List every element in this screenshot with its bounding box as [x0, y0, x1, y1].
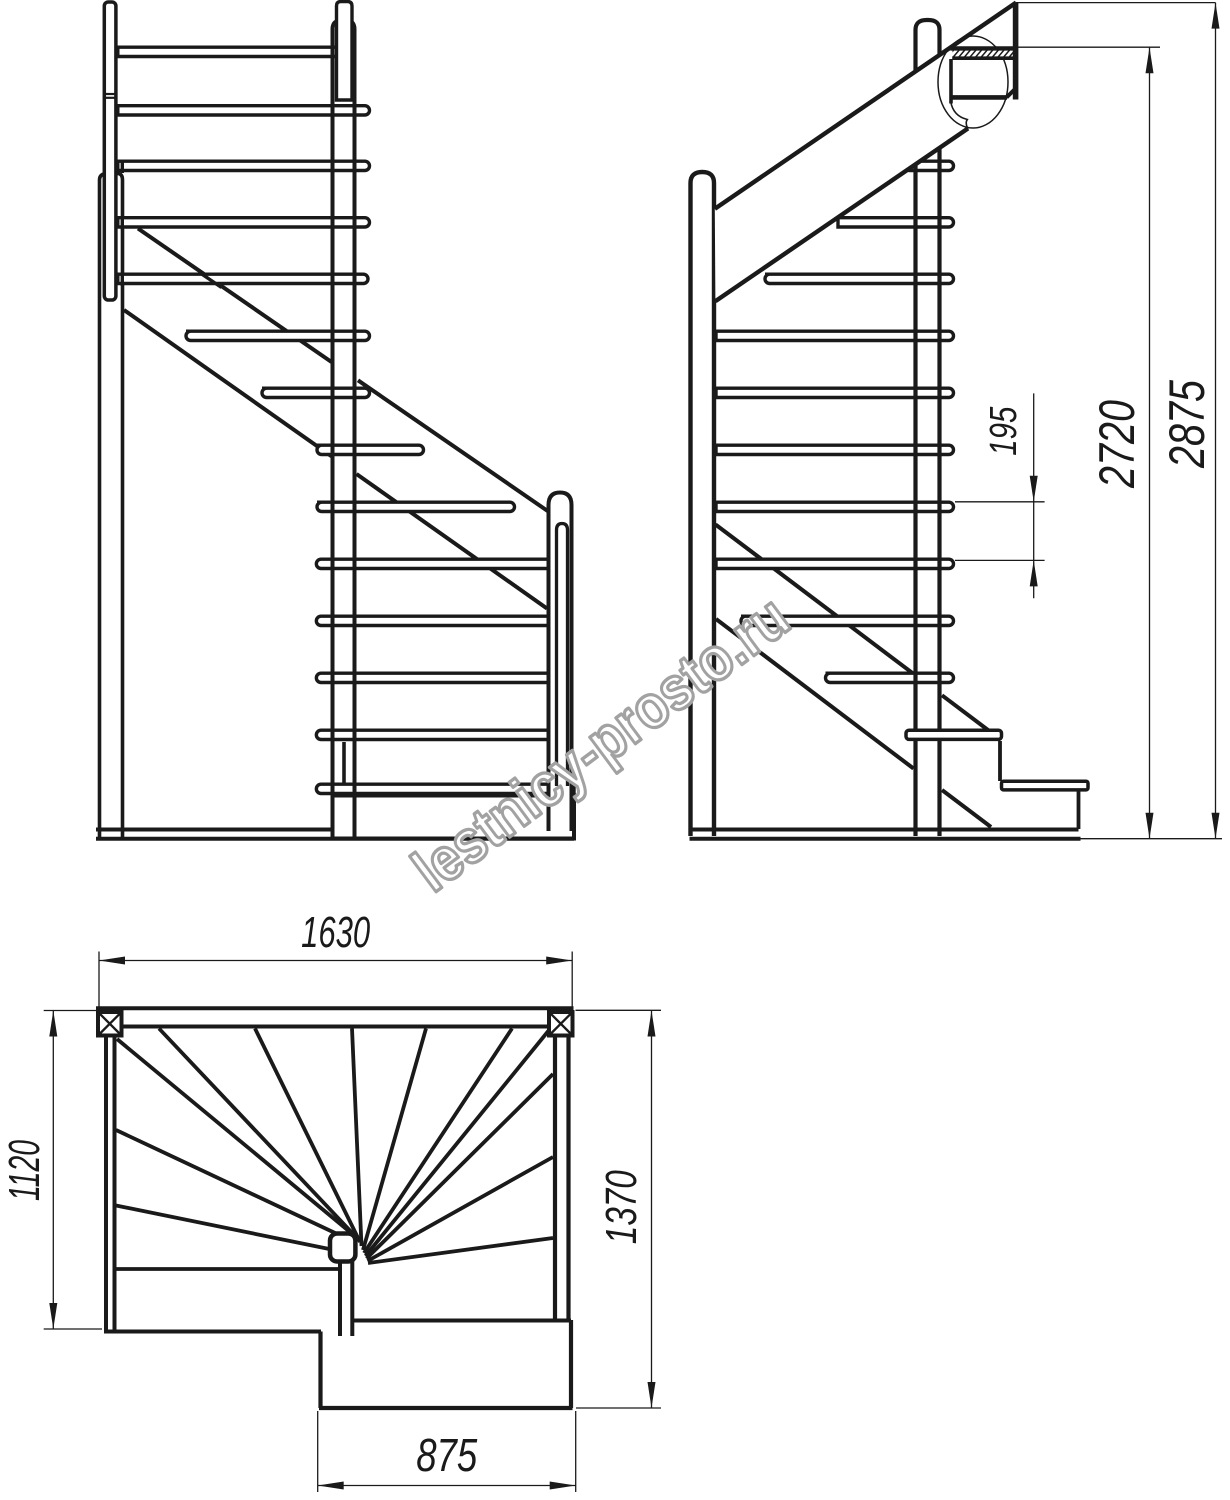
svg-text:1630: 1630 — [301, 908, 370, 957]
svg-text:2875: 2875 — [1159, 380, 1215, 469]
svg-text:1370: 1370 — [597, 1170, 646, 1244]
svg-text:2720: 2720 — [1089, 400, 1145, 489]
svg-text:195: 195 — [983, 406, 1025, 456]
svg-text:1120: 1120 — [0, 1140, 49, 1201]
svg-text:875: 875 — [416, 1429, 477, 1481]
